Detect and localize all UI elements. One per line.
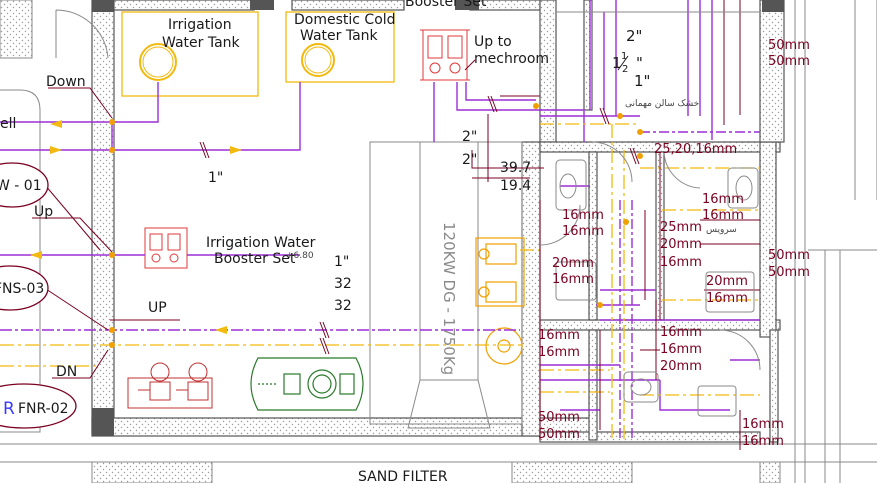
equipment-tags [0, 162, 77, 429]
walls [91, 0, 785, 443]
fuel-pumps [475, 237, 525, 365]
dim-50mm-3: 50mm [768, 248, 810, 263]
dg-label: 120KW DG - 1750Kg [440, 222, 458, 375]
domestic-tank-label-2: Water Tank [300, 28, 379, 44]
columns [92, 0, 784, 436]
arabic-label-2: سرویس [706, 225, 737, 235]
size-2in: 2" [626, 27, 642, 45]
size-ticks [199, 95, 640, 355]
dim-20mm-b: 20mm [552, 256, 594, 271]
yellow-arrows [30, 120, 242, 334]
size-2in-b: 2" [462, 152, 477, 168]
dim-20mm-c: 20mm [706, 274, 748, 289]
leader-lines [32, 0, 760, 450]
ell-label: ell [0, 116, 16, 132]
left-hatch-panel [0, 0, 33, 59]
tag-fns03: FNS-03 [0, 281, 44, 297]
size-32-b: 32 [334, 298, 352, 314]
bottom-exterior [0, 443, 877, 483]
up-to-label-2: mechroom [474, 51, 549, 67]
down-label: Down [46, 74, 86, 90]
dg-body [407, 142, 491, 429]
dim-25-20-16: 25,20,16mm [654, 142, 737, 157]
dim-50mm-5: 50mm [538, 410, 580, 425]
elevation-label: +6.80 [286, 251, 314, 261]
dim-16mm-c: 16mm [562, 208, 604, 223]
dg-enclosure [369, 141, 523, 425]
domestic-tank-label-1: Domestic Cold [294, 12, 396, 28]
domestic-cold-water-tank [285, 11, 395, 83]
right-exterior [794, 0, 877, 483]
size-39-7: 39.7 [500, 160, 531, 176]
sanitary-fixtures [539, 141, 761, 417]
size-19-4: 19.4 [500, 178, 531, 194]
irrigation-tank-label-2: Water Tank [162, 35, 241, 51]
sand-filter-label: SAND FILTER [358, 469, 448, 483]
circulating-pumps [127, 362, 213, 409]
irrigation-tank-label-1: Irrigation [168, 17, 232, 33]
dim-50mm-4: 50mm [768, 265, 810, 280]
dim-50mm-6: 50mm [538, 427, 580, 442]
dim-16mm-m: 16mm [742, 434, 784, 449]
size-1-5in-num: 1 [621, 51, 627, 62]
tag-r-mark: R [3, 399, 15, 419]
size-1in-mid: 1" [208, 170, 223, 186]
tag-w01: W - 01 [0, 178, 42, 194]
booster-label-1: Irrigation Water [206, 235, 316, 251]
size-1in-top: 1" [634, 72, 650, 90]
size-2in-a: 2" [462, 129, 477, 145]
dim-16mm-l: 16mm [742, 417, 784, 432]
dim-50mm-1: 50mm [768, 38, 810, 53]
size-1in-right: 1" [334, 254, 349, 270]
pressure-vessel [250, 357, 364, 411]
size-1-5in-den: 2 [622, 64, 628, 75]
size-1-5in-quote: " [636, 54, 643, 72]
dim-25mm: 25mm [660, 220, 702, 235]
dim-16mm-h: 16mm [538, 328, 580, 343]
up-label: Up [34, 204, 53, 220]
left-room-outline [0, 89, 41, 433]
door-arc [55, 9, 109, 59]
purple-pipes [0, 0, 760, 440]
dim-16mm-g: 16mm [706, 291, 748, 306]
up-label-2: UP [148, 300, 167, 316]
dim-16mm-e: 16mm [660, 255, 702, 270]
dim-20mm-d: 20mm [660, 359, 702, 374]
dim-16mm-i: 16mm [538, 345, 580, 360]
tag-fnr02: FNR-02 [18, 401, 69, 417]
booster-set-top [420, 29, 470, 81]
dim-20mm-a: 20mm [660, 237, 702, 252]
dim-16mm-j: 16mm [660, 325, 702, 340]
irrigation-water-tank [121, 11, 259, 97]
arabic-label-1: خشک سالن مهمانی [625, 99, 699, 109]
booster-set-label: Booster Set [405, 0, 487, 10]
dim-16mm-b: 16mm [702, 208, 744, 223]
dim-50mm-2: 50mm [768, 54, 810, 69]
text-layer: Booster Set Irrigation Water Tank Domest… [0, 0, 810, 483]
dim-16mm-k: 16mm [660, 342, 702, 357]
yellow-pipes [0, 123, 760, 440]
dim-16mm-a: 16mm [702, 192, 744, 207]
up-to-label-1: Up to [474, 34, 512, 50]
dn-label: DN [56, 364, 77, 380]
irrigation-booster-set [144, 227, 188, 269]
dim-16mm-d: 16mm [562, 224, 604, 239]
size-1-5in: 1 [612, 54, 622, 72]
booster-label-2: Booster Set [214, 251, 296, 267]
size-32-a: 32 [334, 276, 352, 292]
dim-16mm-f: 16mm [552, 272, 594, 287]
valve-markers [109, 103, 643, 348]
